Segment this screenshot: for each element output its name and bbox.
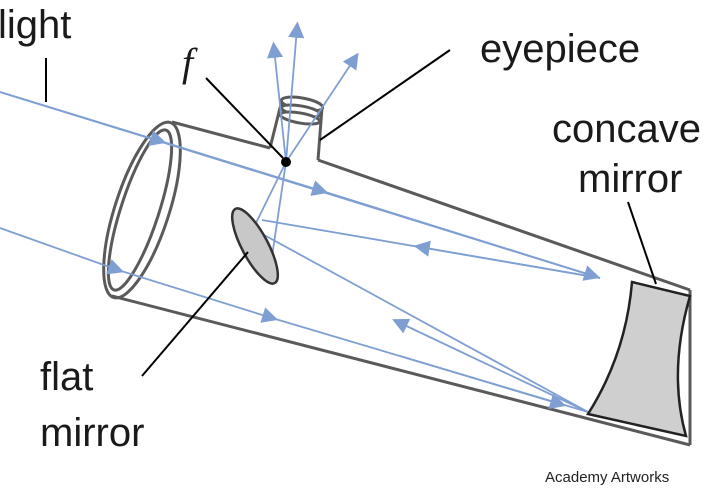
ray-upper-arrow-1 [0,91,167,146]
label-concave-line2: mirror [578,157,682,201]
leader-focus [205,77,284,159]
eyepiece-tube [268,95,325,161]
light-rays [0,21,601,413]
ray-upper-reflected-arrow [413,240,601,279]
ray-upper-arrow-2 [159,140,329,196]
label-focus: f [182,40,198,85]
leader-concave [627,201,657,285]
ray-lower-mid [117,269,279,323]
ray-out-3 [285,52,359,163]
ray-focus-left [254,161,287,226]
label-flat-line2: mirror [40,411,144,455]
tube-opening-inner [106,128,174,292]
tube-top-edge [171,120,271,150]
ray-lower-reflected [254,229,589,413]
label-eyepiece: eyepiece [480,27,640,71]
concave-mirror-shape [585,280,692,438]
tube-top-edge-right [317,158,691,292]
ray-lower-reflected-arrow [392,318,589,413]
leader-eyepiece [319,49,451,141]
label-flat-line1: flat [40,355,93,399]
credit-text: Academy Artworks [545,469,669,486]
ray-lower-incoming [0,227,125,275]
leader-flat [141,251,249,377]
telescope-tube [102,120,692,447]
ray-upper-arrow-3 [321,190,601,281]
ray-out-1 [285,21,305,163]
ray-lower-arrow-3 [399,355,567,409]
focus-point [281,157,291,167]
leader-lines [45,49,657,377]
label-light: light [0,3,71,47]
tube-opening-outer [102,120,182,300]
tube-bottom-edge [111,294,691,447]
label-concave-line1: concave [552,107,701,151]
flat-mirror-shape [230,207,280,285]
ray-out-2 [266,41,287,163]
